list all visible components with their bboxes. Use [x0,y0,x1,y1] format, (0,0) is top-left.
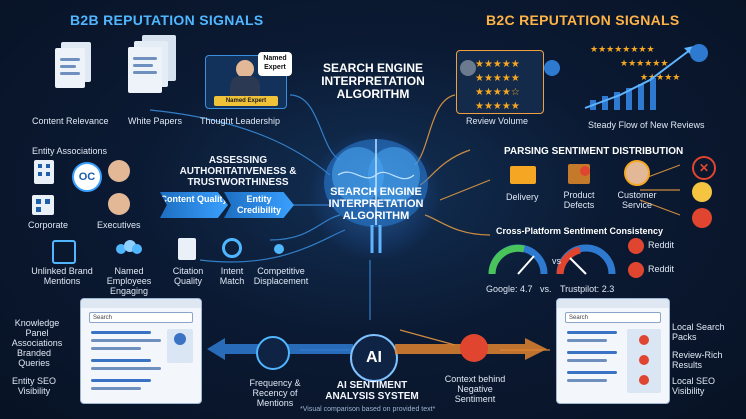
vs-small: vs [552,256,561,266]
competitive-icon [268,238,290,260]
entity-credibility-arrow: Entity Credibility [224,192,294,218]
parsing-title: PARSING SENTIMENT DISTRIBUTION [504,146,684,157]
angry-face-icon [692,208,712,228]
neutral-face-icon [692,182,712,202]
unlinked-label: Unlinked Brand Mentions [31,266,93,286]
trustpilot-label: Trustpilot: [560,284,600,294]
svg-text:★★★★★: ★★★★★ [640,73,680,83]
named-employees-label: Named Employees Engaging [106,266,152,296]
brain-algorithm-title: SEARCH ENGINE INTERPRETATION ALGORITHM [328,186,424,222]
customer-service-label: Customer Service [617,190,657,210]
steady-flow-label: Steady Flow of New Reviews [588,120,705,130]
rating-gauges [488,244,616,275]
b2c-search-results-window: Search [556,298,670,404]
google-label: Google: [486,284,518,294]
reddit-label-1: Reddit [648,240,675,250]
google-rating: Google: 4.7 [486,284,533,294]
executives-label: Executives [97,220,141,230]
intent-target-icon [222,238,242,258]
review-volume-label: Review Volume [466,116,529,126]
google-value: 4.7 [520,284,533,294]
context-label: Context behind Negative Sentiment [444,374,506,404]
top-algorithm-title: SEARCH ENGINE INTERPRETATION ALGORITHM [321,61,425,101]
citation-icon [178,238,196,260]
trustpilot-value: 2.3 [601,284,615,294]
corporate-building-icon [34,160,54,184]
frequency-label: Frequency & Recency of Mentions [249,378,301,408]
content-relevance-icon [55,38,95,104]
entity-seo-label: Entity SEO Visibility [11,376,56,396]
local-packs-label: Local Search Packs [672,322,725,342]
thought-leadership-label: Thought Leadership [200,116,281,126]
svg-text:★★★★★★★★: ★★★★★★★★ [590,45,655,55]
executives-icon [108,193,130,215]
corporate-label: Corporate [28,220,69,230]
b2c-search-box[interactable]: Search [565,312,661,323]
expert-avatar [236,60,254,78]
knowledge-panel-card [167,329,193,363]
reddit-angry-icon-1 [628,238,644,254]
svg-text:★★★★★: ★★★★★ [475,59,520,70]
thumbs-up-icon-right [690,44,708,62]
negative-sentiment-icon [460,334,488,362]
thumbs-icon-left [460,60,476,76]
delivery-label: Delivery [506,192,539,202]
named-expert-badge: Named Expert [214,96,278,106]
thumbs-up-icon [544,60,560,76]
customer-service-icon [624,160,650,186]
svg-text:★★★★★★: ★★★★★★ [620,59,668,69]
steady-flow-chart: ★★★★★★★★ ★★★★★★ ★★★★★ [584,45,694,110]
named-expert-bubble: Named Expert [258,52,292,76]
b2b-header: B2B REPUTATION SIGNALS [70,12,264,28]
svg-text:★★★★★: ★★★★★ [475,73,520,84]
reddit-label-2: Reddit [648,264,675,274]
frequency-chart-icon [256,336,290,370]
white-papers-icon [128,35,180,105]
brain-icon [324,139,428,253]
assessing-title: ASSESSING AUTHORITATIVENESS & TRUSTWORTH… [179,155,297,188]
review-rich-label: Review-Rich Results [672,350,723,370]
branded-queries-label: Branded Queries [16,348,52,368]
knowledge-panel-label: Knowledge Panel Associations [11,318,63,348]
content-quality-arrow: Content Quality [160,192,228,218]
footnote: *Visual comparison based on provided tex… [300,406,436,413]
b2b-search-box[interactable]: Search [89,312,193,323]
entity-associations-title: Entity Associations [32,146,108,156]
citation-label: Citation Quality [172,266,204,286]
svg-text:★★★★☆: ★★★★☆ [475,87,520,98]
product-defects-label: Product Defects [563,190,595,210]
delivery-truck-icon [510,166,536,184]
content-relevance-label: Content Relevance [32,116,109,126]
svg-text:★★★★★: ★★★★★ [475,101,520,112]
entity-logo: OC [72,162,102,192]
intent-label: Intent Match [219,266,245,286]
negative-x-icon: ✕ [692,156,716,180]
competitive-label: Competitive Displacement [253,266,309,286]
product-defects-icon [568,164,590,184]
cross-platform-title: Cross-Platform Sentiment Consistency [496,226,664,236]
b2b-search-results-window: Search [80,298,202,404]
corporate-icon [32,195,54,215]
b2c-header: B2C REPUTATION SIGNALS [486,12,680,28]
reddit-angry-icon-2 [628,262,644,278]
local-seo-label: Local SEO Visibility [672,376,716,396]
executive-top-icon [108,160,130,182]
trustpilot-rating: Trustpilot: 2.3 [560,284,614,294]
local-map-panel [627,329,661,393]
ai-badge: AI [350,334,398,382]
review-stars: ★★★★★ ★★★★★ ★★★★☆ ★★★★★ [475,59,520,112]
vs-label: vs. [540,284,552,294]
named-employees-icon [116,240,142,260]
white-papers-label: White Papers [128,116,183,126]
unlinked-mentions-icon [52,240,76,264]
ai-system-title: AI SENTIMENT ANALYSIS SYSTEM [325,380,419,402]
